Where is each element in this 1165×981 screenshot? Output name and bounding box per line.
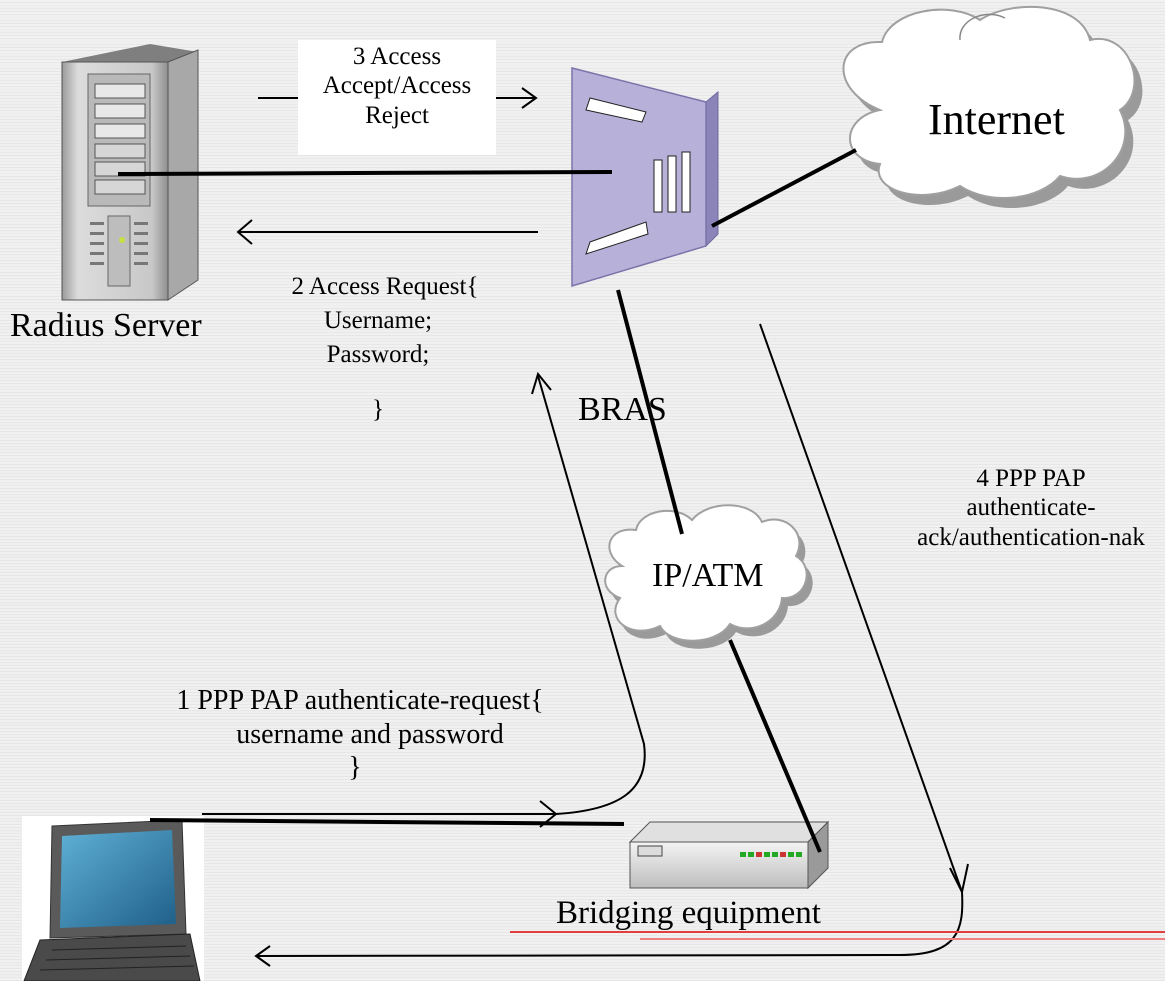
bras-label: BRAS [578, 391, 667, 428]
message-arrows [202, 87, 969, 967]
step2-line2: Username; [323, 306, 433, 334]
server-bras-link [117, 170, 613, 176]
ip-atm-label: IP/ATM [652, 557, 764, 594]
internet-label: Internet [928, 95, 1065, 144]
laptop-icon [22, 816, 204, 981]
step4-label: 4 PPP PAP authenticate- ack/authenticati… [896, 464, 1165, 552]
step4-path [759, 323, 963, 893]
ip-atm-cloud-icon [604, 504, 813, 649]
step3-label-box [298, 40, 496, 155]
decorative-rule [510, 931, 1165, 940]
step4-return [255, 891, 964, 957]
step1-line2: username and password [236, 718, 504, 750]
radius-server-icon [61, 44, 199, 301]
step4-line3: ack/authentication-nak [917, 523, 1145, 551]
step1-curve-up [537, 375, 646, 815]
step2-line4: } [372, 396, 384, 424]
step4-line2: authenticate- [966, 494, 1096, 522]
step1-curve-arrowhead [531, 371, 552, 395]
internet-cloud-icon [842, 5, 1143, 209]
step1-line3: } [348, 752, 362, 784]
step2-line1: 2 Access Request{ [291, 273, 479, 300]
bras-internet-link [711, 148, 857, 228]
step4-line1: 4 PPP PAP [976, 465, 1086, 492]
step2-line3: Password; [326, 340, 430, 368]
radius-server-label: Radius Server [10, 307, 202, 344]
step1-line1: 1 PPP PAP authenticate-request{ [176, 685, 544, 716]
bridging-equipment-icon [628, 820, 830, 890]
ipatm-bridge-link [728, 639, 822, 853]
bridging-equipment-label: Bridging equipment [556, 895, 821, 931]
step1-label: 1 PPP PAP authenticate-request{ username… [100, 684, 620, 785]
step3-line2: Accept/Access [322, 72, 472, 100]
step3-line1: 3 Access [352, 43, 442, 70]
step2-label: 2 Access Request{ Username; Password; } [240, 270, 530, 427]
step4-return-arrowhead [254, 945, 271, 967]
step3-line3: Reject [365, 101, 429, 129]
laptop-bridge-link [149, 818, 625, 826]
step3-label: 3 Access Accept/Access Reject [290, 42, 504, 130]
bras-router-icon [571, 67, 719, 288]
step2-arrowhead [236, 219, 253, 245]
bras-ipatm-link [616, 289, 684, 535]
step3-arrowhead [521, 87, 538, 109]
